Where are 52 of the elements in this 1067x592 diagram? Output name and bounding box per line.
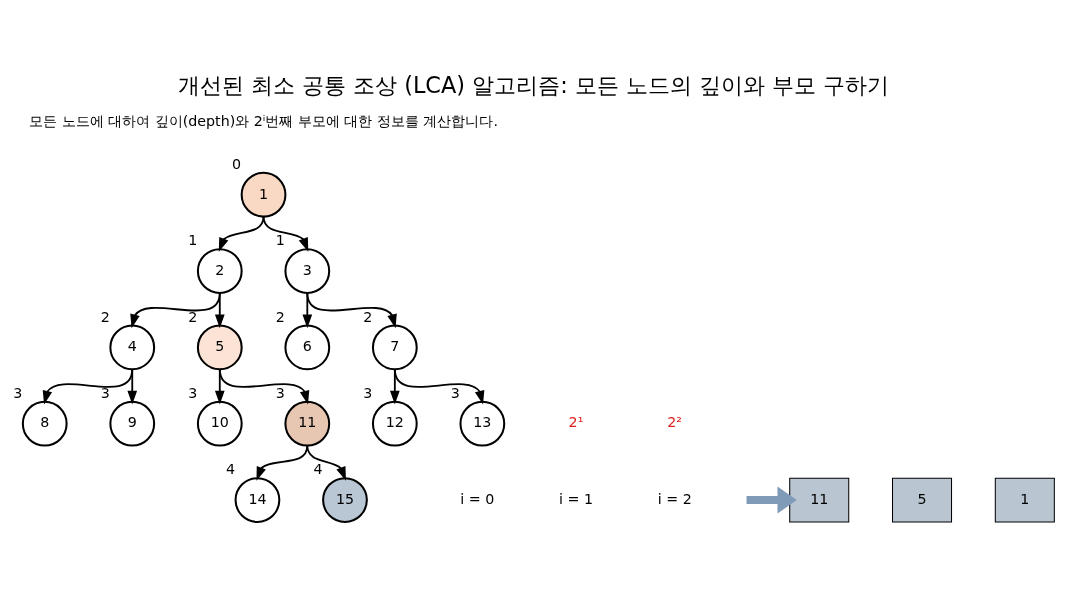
- node-circle: 1: [240, 171, 287, 218]
- node-circle: 4: [109, 324, 156, 370]
- node-box: 5: [892, 477, 953, 522]
- label: 2²: [667, 413, 683, 430]
- node-label: 2: [363, 308, 373, 325]
- node-box: 1: [994, 477, 1055, 522]
- label: i = 0: [460, 490, 495, 507]
- node-circle: 7: [371, 324, 418, 370]
- node-label: 1: [188, 231, 198, 248]
- node-label: 3: [13, 384, 23, 401]
- label: i = 1: [558, 490, 593, 507]
- node-circle: 8: [21, 400, 68, 447]
- label: i = 2: [657, 490, 692, 507]
- node-circle: 12: [371, 400, 418, 447]
- node-circle: 3: [284, 247, 331, 294]
- arrow: [218, 367, 310, 405]
- arrow: [42, 367, 134, 405]
- node-label: 4: [225, 460, 235, 477]
- node-label: 3: [100, 384, 110, 401]
- label: 모든 노드에 대하여 깊이(depth)와 2ⁱ번째 부모에 대한 정보를 계산합니다.: [29, 112, 498, 129]
- arrow: [130, 291, 221, 328]
- arrow: [256, 444, 309, 481]
- arrow: [214, 291, 225, 328]
- node-circle: 15: [322, 476, 368, 523]
- node-circle: 5: [196, 324, 243, 370]
- node-circle: 13: [459, 400, 506, 447]
- node-label: 4: [313, 460, 323, 477]
- node-circle: 14: [234, 476, 281, 523]
- arrow: [746, 486, 797, 514]
- node-label: 2: [100, 308, 110, 325]
- arrow: [306, 444, 346, 481]
- label: 2¹: [568, 413, 584, 430]
- node-circle: 2: [196, 247, 243, 294]
- arrow: [127, 367, 138, 405]
- arrow: [262, 215, 309, 252]
- node-label: 3: [275, 384, 285, 401]
- node-label: 3: [363, 384, 373, 401]
- node-box: 11: [789, 477, 850, 522]
- node-label: 2: [188, 308, 198, 325]
- node-label: 3: [188, 384, 198, 401]
- node-circle: 9: [109, 400, 156, 447]
- diagram-title: 개선된 최소 공통 조상 (LCA) 알고리즘: 모든 노드의 깊이와 부모 구하기: [177, 71, 890, 98]
- node-circle: 6: [284, 324, 331, 370]
- node-label: 3: [450, 384, 460, 401]
- node-circle: 10: [196, 400, 243, 447]
- node-label: 1: [275, 231, 285, 248]
- node-circle: 11: [284, 400, 331, 447]
- node-label: 0: [232, 155, 242, 172]
- arrow: [306, 291, 397, 328]
- arrow: [218, 215, 265, 252]
- node-label: 2: [275, 308, 285, 325]
- arrow: [393, 367, 485, 405]
